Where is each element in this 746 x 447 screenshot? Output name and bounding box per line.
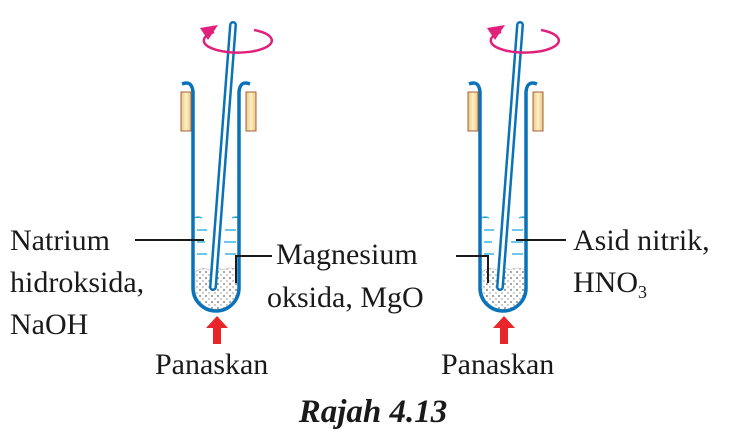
left-test-tube xyxy=(180,21,274,313)
label-magnesium: Magnesium xyxy=(276,238,418,271)
label-hno3: HNO3 xyxy=(573,266,647,302)
figure-caption: Rajah 4.13 xyxy=(298,394,448,430)
label-heat-left: Panaskan xyxy=(155,348,269,381)
label-heat-right: Panaskan xyxy=(441,348,555,381)
label-naoh: NaOH xyxy=(10,308,89,341)
heat-arrow-icons xyxy=(206,316,515,344)
clamp xyxy=(180,91,192,132)
label-natrium: Natrium xyxy=(10,224,110,257)
stir-arrow-icon xyxy=(202,28,274,54)
subscript: 3 xyxy=(638,282,647,302)
label-mgo: oksida, MgO xyxy=(267,281,424,314)
clamp xyxy=(245,91,257,132)
leader-lines xyxy=(135,239,566,283)
right-test-tube xyxy=(467,21,561,313)
label-asid-nitrik: Asid nitrik, xyxy=(573,224,710,257)
label-hidroksida: hidroksida, xyxy=(10,266,145,299)
formula: HNO xyxy=(573,266,638,299)
